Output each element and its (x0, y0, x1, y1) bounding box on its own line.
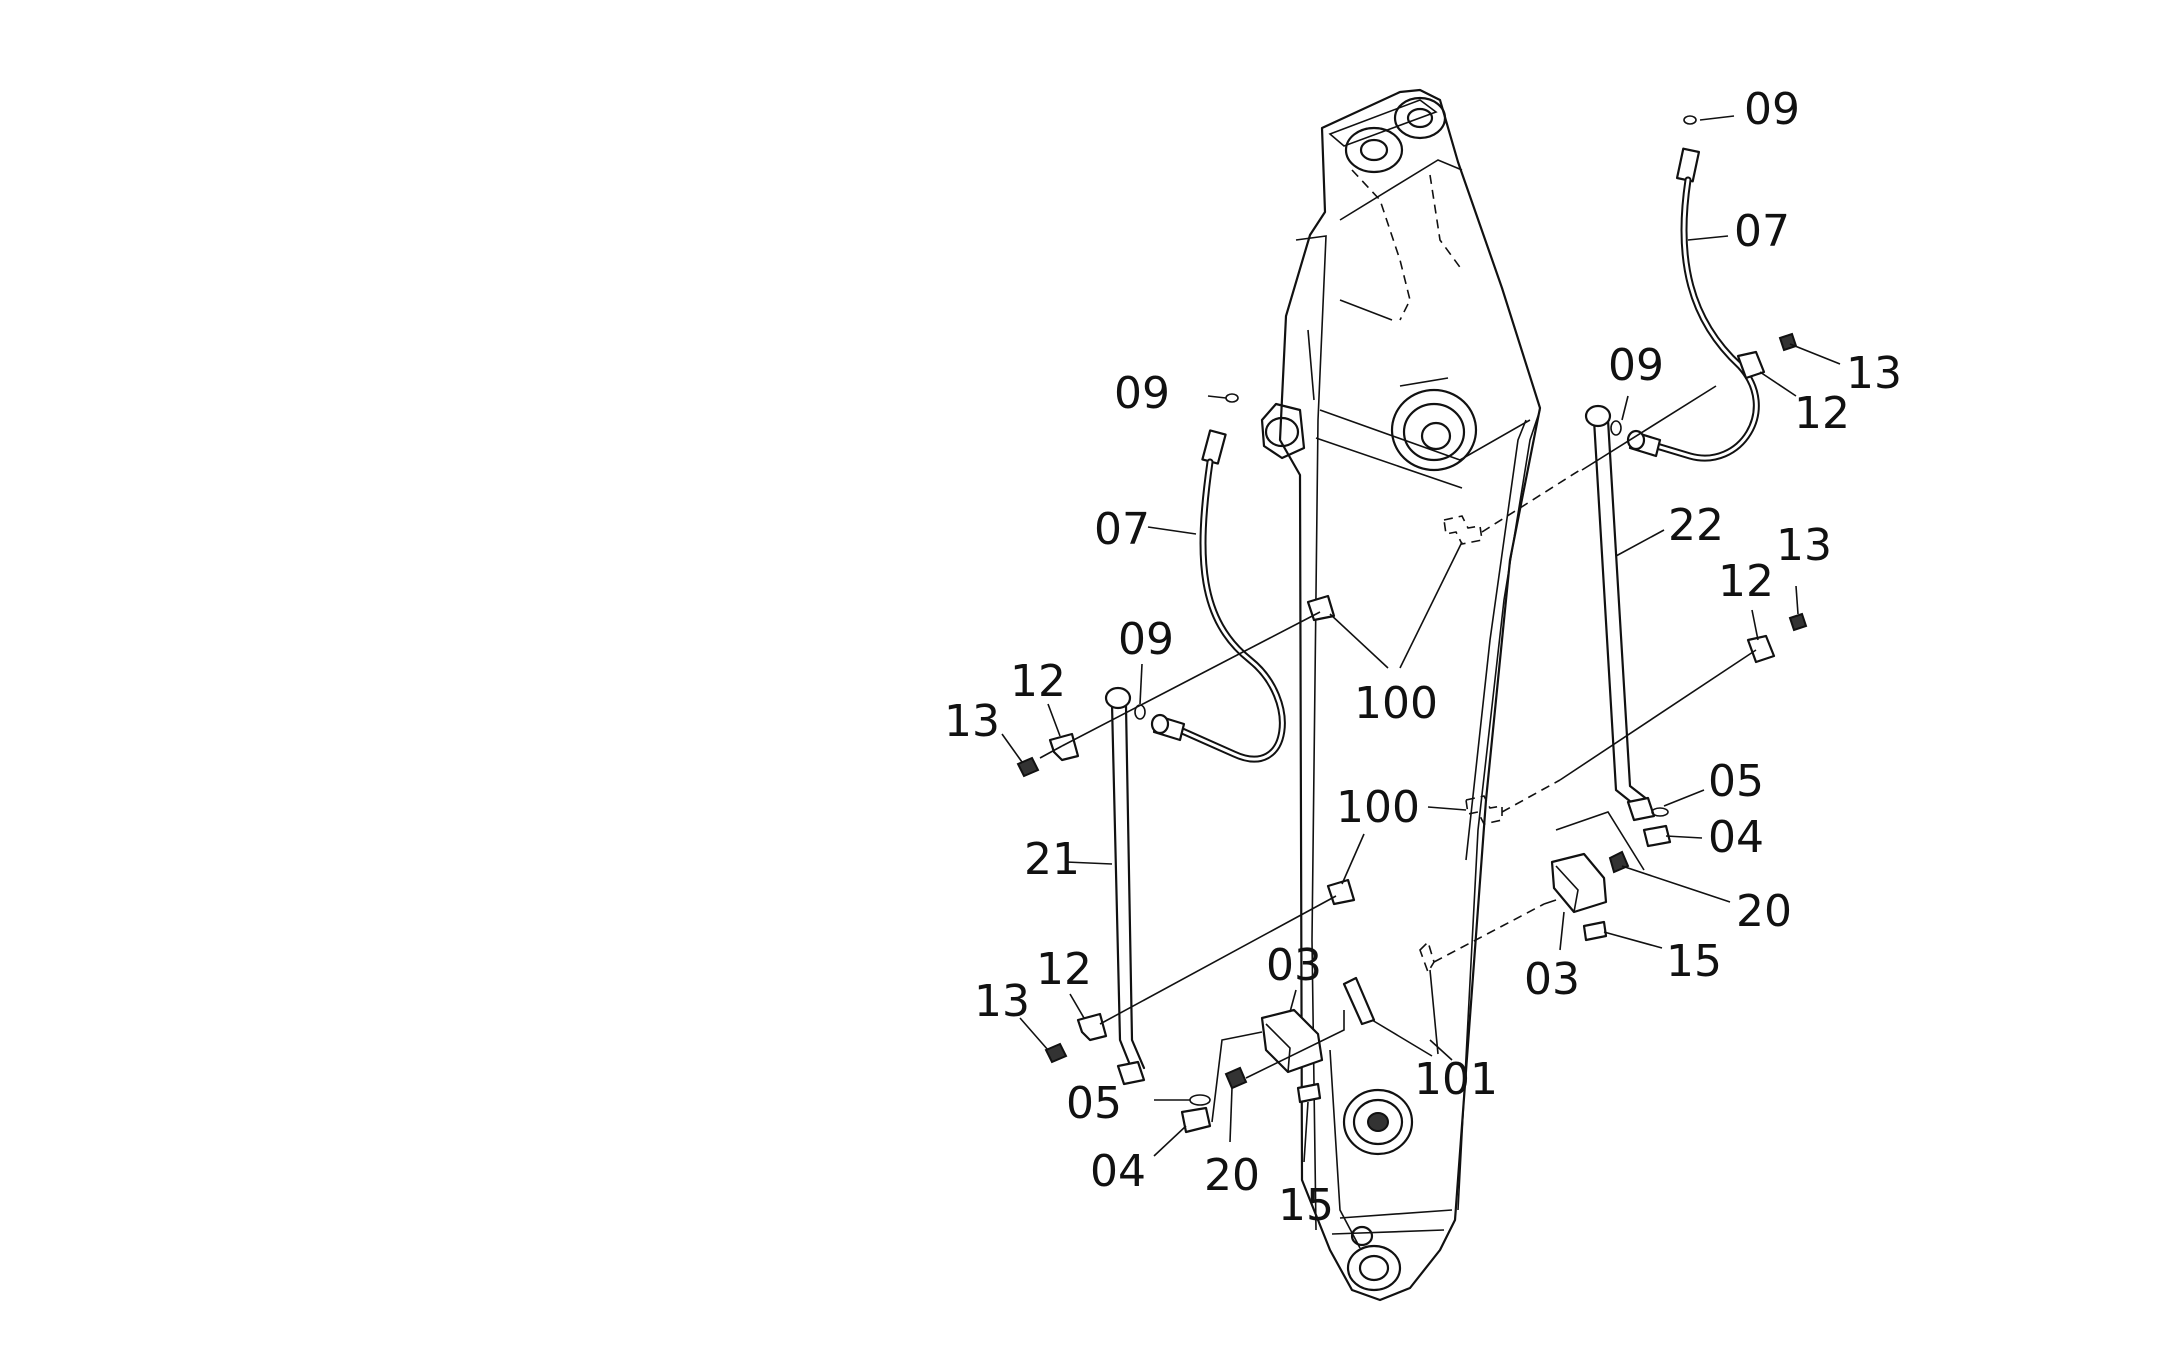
right-hose-assembly (1550, 115, 1808, 942)
label-04-right: 04 (1708, 812, 1764, 863)
label-12-upper-left: 12 (1010, 656, 1066, 707)
label-15-right: 15 (1666, 936, 1722, 987)
label-100-lower: 100 (1336, 782, 1420, 833)
label-12-upper-right: 12 (1794, 388, 1850, 439)
label-07-top-right: 07 (1734, 206, 1790, 257)
label-13-lower-left: 13 (974, 976, 1030, 1027)
label-09-right: 09 (1608, 340, 1664, 391)
part-labels: 09 07 13 12 09 22 13 12 05 04 20 15 03 0… (944, 84, 1902, 1231)
label-20-right: 20 (1736, 886, 1792, 937)
label-13-lower-right: 13 (1776, 520, 1832, 571)
label-09-top-right: 09 (1744, 84, 1800, 135)
label-05-lower: 05 (1066, 1078, 1122, 1129)
label-03-right: 03 (1524, 954, 1580, 1005)
left-hose-assembly (1016, 393, 1376, 1134)
oring-icon (1225, 393, 1239, 403)
boom-arm (1260, 88, 1542, 1302)
label-12-lower-right: 12 (1718, 556, 1774, 607)
label-05-right: 05 (1708, 756, 1764, 807)
clamp-position-markers (1419, 515, 1503, 974)
label-04-lower: 04 (1090, 1146, 1146, 1197)
label-13-upper-right: 13 (1846, 348, 1902, 399)
label-12-lower-left: 12 (1036, 944, 1092, 995)
label-09-mid-left: 09 (1118, 614, 1174, 665)
leader-lines (1001, 115, 1841, 1163)
label-13-upper-left: 13 (944, 696, 1000, 747)
label-09-top-left: 09 (1114, 368, 1170, 419)
label-20-lower: 20 (1204, 1150, 1260, 1201)
label-101: 101 (1414, 1054, 1498, 1105)
label-03-lower: 03 (1266, 940, 1322, 991)
label-21: 21 (1024, 834, 1080, 885)
label-22: 22 (1668, 500, 1724, 551)
label-15-lower: 15 (1278, 1180, 1334, 1231)
label-100-upper: 100 (1354, 678, 1438, 729)
label-07-left: 07 (1094, 504, 1150, 555)
